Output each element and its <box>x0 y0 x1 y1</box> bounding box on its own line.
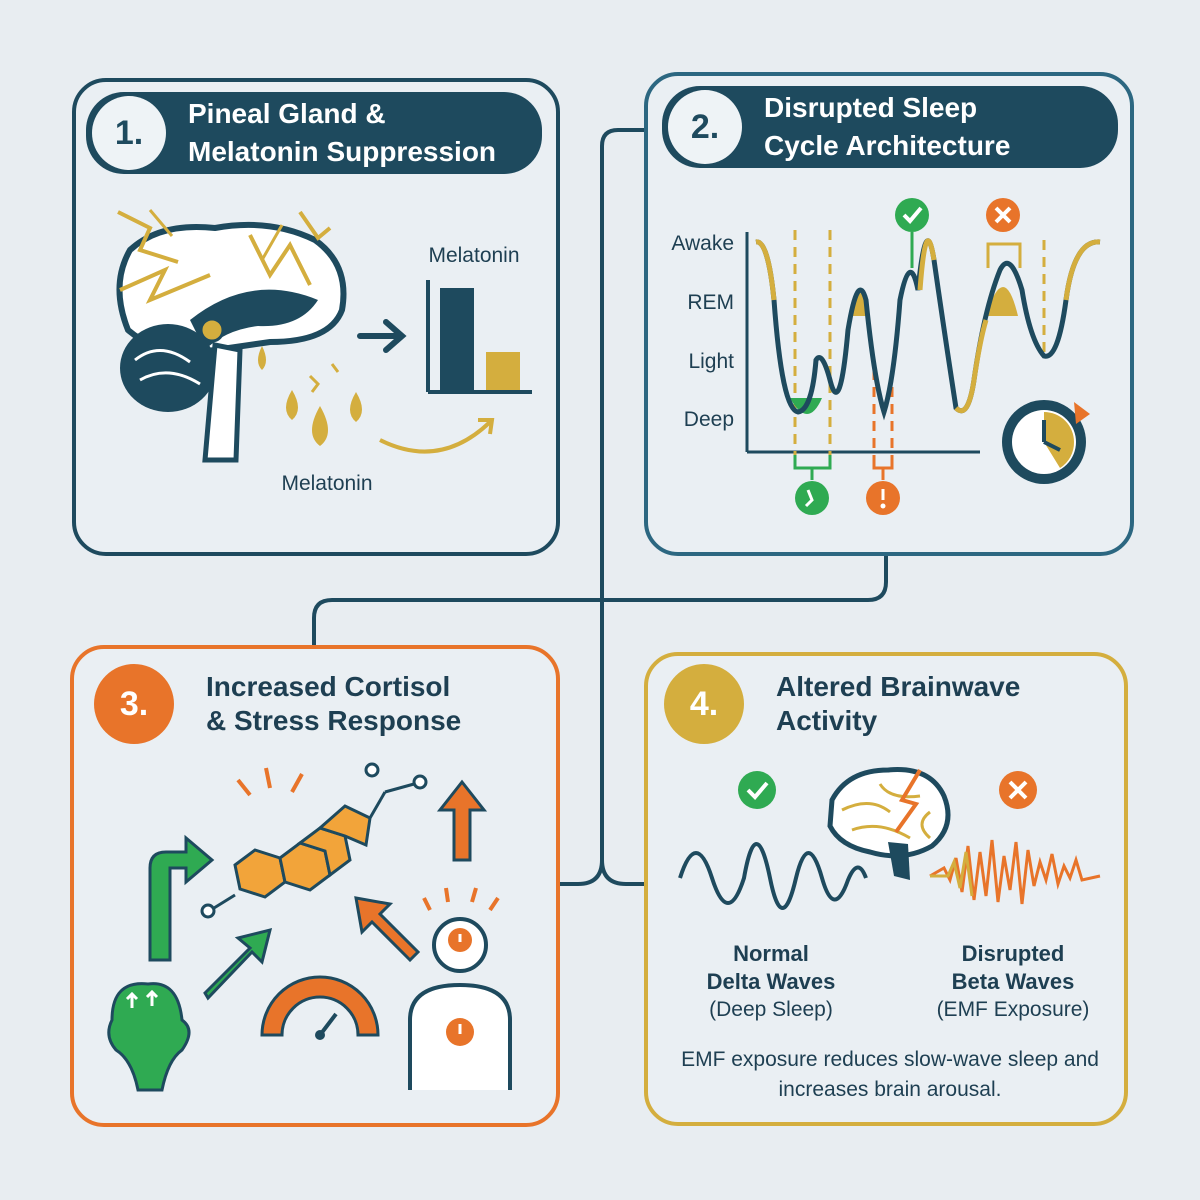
stressed-person-icon <box>408 887 512 1090</box>
panel-2-number: 2. <box>668 90 742 164</box>
green-arrow-icon <box>148 834 215 962</box>
check-circle-icon <box>895 198 929 268</box>
stage-label-awake: Awake <box>671 232 734 255</box>
adrenal-gland-icon <box>107 982 191 1092</box>
orange-arrow-up-icon <box>436 779 488 862</box>
panel-2-title: Disrupted Sleep Cycle Architecture <box>764 92 1011 161</box>
orange-arrow-diagonal-icon <box>354 896 421 963</box>
delta-wave <box>678 842 868 910</box>
stage-label-light: Light <box>688 350 734 373</box>
brain-icon <box>116 209 347 463</box>
panel-2-header: 2. Disrupted Sleep Cycle Architecture <box>662 86 1118 168</box>
stage-label-deep: Deep <box>684 408 734 431</box>
hypnogram-line <box>755 238 1101 421</box>
panel-1-header: 1. Pineal Gland & Melatonin Suppression <box>86 92 542 174</box>
panel-3-header: 3. Increased Cortisol & Stress Response <box>94 664 461 744</box>
x-circle-icon <box>999 771 1037 809</box>
clock-icon <box>1002 400 1090 484</box>
melatonin-bar-low <box>486 352 520 390</box>
green-arrow-diagonal-icon <box>203 927 273 1001</box>
panel-3-number: 3. <box>94 664 174 744</box>
panel-1-title: Pineal Gland & Melatonin Suppression <box>188 98 497 167</box>
alert-marker-icon <box>866 455 900 515</box>
melatonin-drops-label: Melatonin <box>281 472 372 495</box>
melatonin-bar-chart <box>426 280 532 394</box>
melatonin-drops <box>258 346 495 454</box>
panel-4-title: Altered Brainwave Activity <box>776 671 1021 736</box>
check-circle-icon <box>738 771 776 809</box>
panel-1-number: 1. <box>92 96 166 170</box>
melatonin-bar-high <box>440 288 474 390</box>
stage-label-rem: REM <box>687 291 734 314</box>
gauge-icon <box>260 975 380 1040</box>
normal-wave-caption: Normal Delta Waves (Deep Sleep) <box>706 941 836 1021</box>
brainwave-summary: EMF exposure reduces slow-wave sleep and… <box>681 1048 1099 1101</box>
burst-lines <box>236 767 304 797</box>
x-circle-icon <box>986 198 1022 268</box>
disrupted-wave-caption: Disrupted Beta Waves (EMF Exposure) <box>936 941 1090 1021</box>
panel-4-header: 4. Altered Brainwave Activity <box>664 664 1020 744</box>
panel-4-number: 4. <box>664 664 744 744</box>
arrow-right-icon <box>357 319 407 353</box>
deep-sleep-marker-icon <box>793 455 832 515</box>
cortisol-molecule-icon <box>200 762 428 919</box>
brain-icon <box>827 767 951 880</box>
melatonin-chart-label: Melatonin <box>428 244 519 267</box>
beta-wave <box>929 839 1101 905</box>
panel-3-title: Increased Cortisol & Stress Response <box>206 671 462 736</box>
